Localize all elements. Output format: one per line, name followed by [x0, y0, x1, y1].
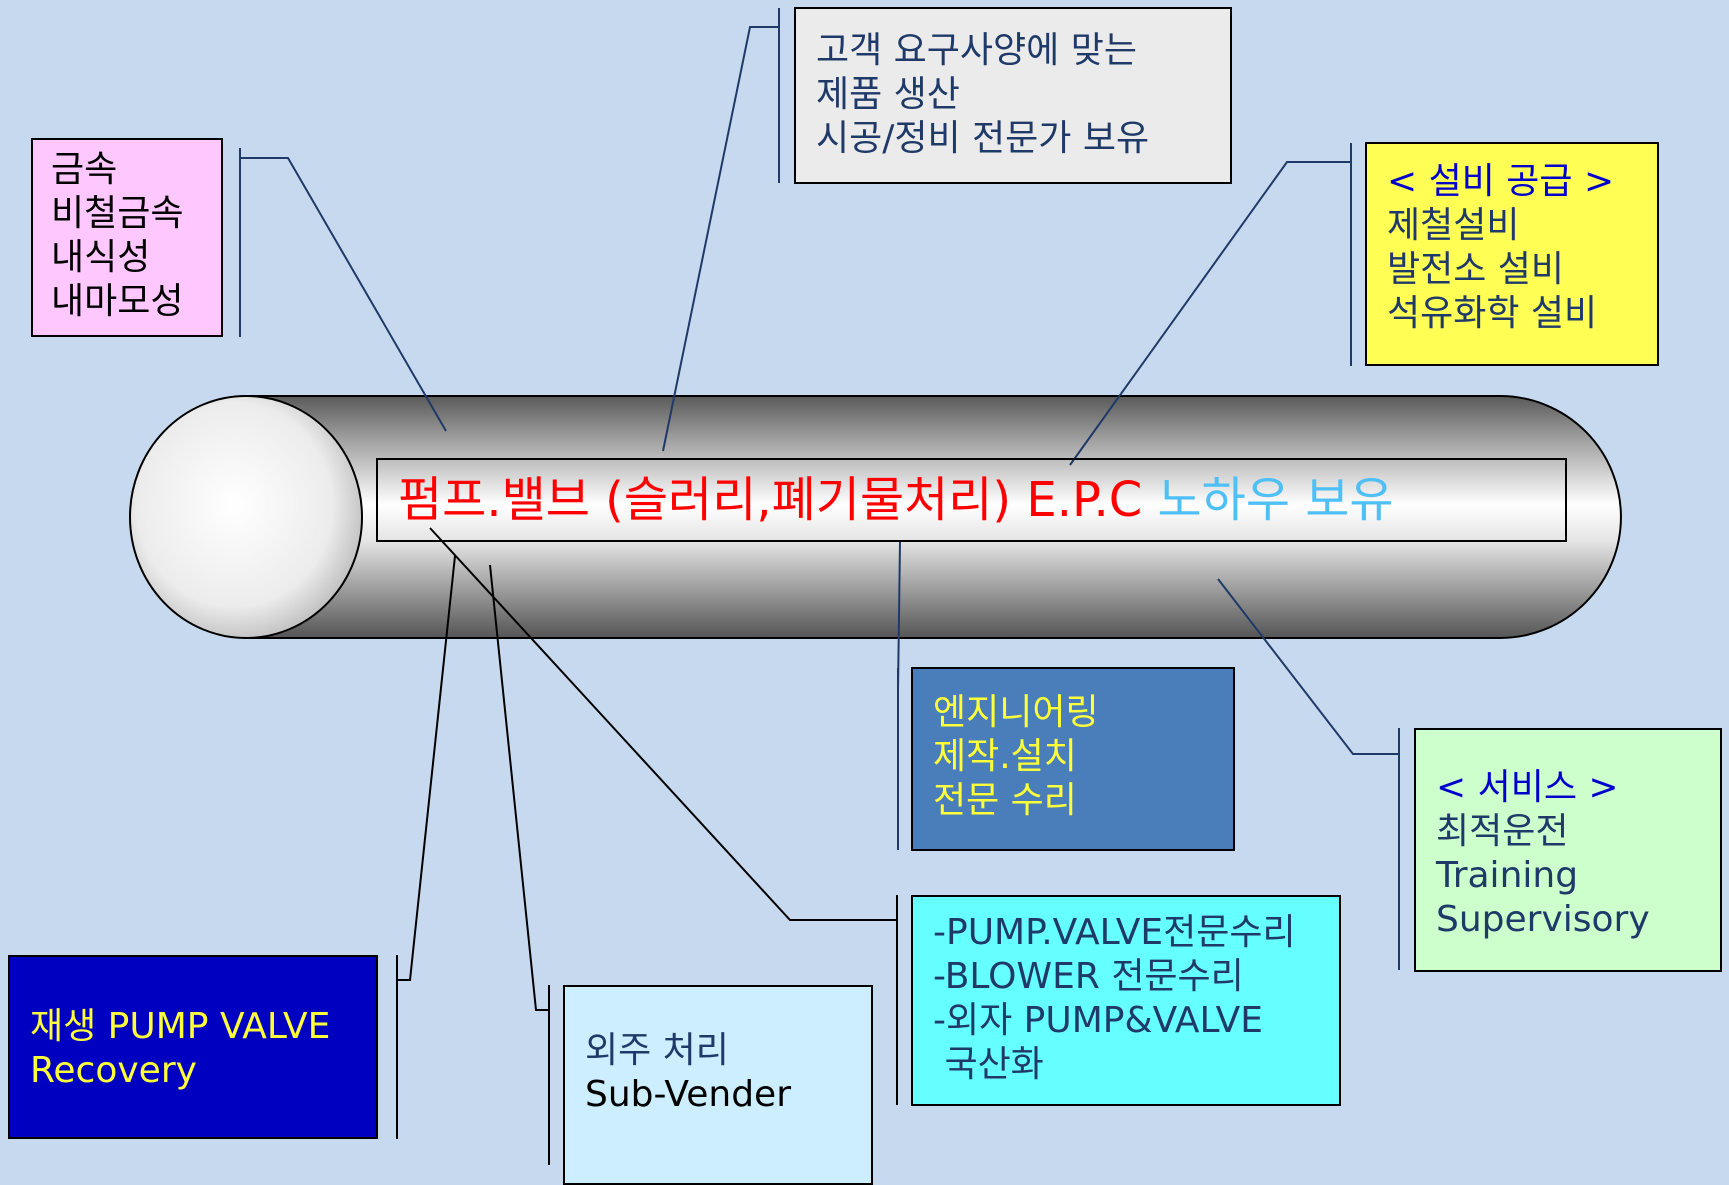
equipment-line: 제철설비: [1387, 205, 1520, 246]
outsource-line: Sub-Vender: [585, 1074, 791, 1115]
connectors-dark: [396, 527, 898, 1165]
outsource-line: 외주 처리: [585, 1030, 729, 1071]
engineering-line: 제작.설치: [933, 736, 1077, 777]
outsource-box: 외주 처리 Sub-Vender: [563, 985, 873, 1185]
repair-line: -PUMP.VALVE전문수리: [933, 912, 1296, 953]
pipe-end-cap: [129, 395, 363, 639]
metal-line: 내식성: [51, 237, 151, 278]
equipment-line: 발전소 설비: [1387, 249, 1565, 290]
service-box: < 서비스 > 최적운전 Training Supervisory: [1414, 728, 1722, 972]
pipe-body: [245, 395, 1622, 639]
engineering-line: 엔지니어링: [933, 692, 1099, 733]
customer-line: 고객 요구사양에 맞는: [816, 30, 1137, 71]
repair-line: 국산화: [933, 1044, 1044, 1085]
equipment-line: 석유화학 설비: [1387, 293, 1598, 334]
repair-line: -외자 PUMP&VALVE: [933, 1000, 1263, 1041]
customer-line: 제품 생산: [816, 74, 960, 115]
service-title: < 서비스 >: [1436, 767, 1619, 808]
connectors: [239, 8, 1400, 970]
service-line: 최적운전: [1436, 811, 1569, 852]
central-main-text: 펌프.밸브 (슬러리,폐기물처리) E.P.C: [398, 472, 1143, 528]
metal-line: 내마모성: [51, 281, 184, 322]
equipment-title: < 설비 공급 >: [1387, 161, 1615, 202]
engineering-line: 전문 수리: [933, 780, 1077, 821]
central-highlight-text: 노하우 보유: [1157, 472, 1394, 528]
metal-line: 금속: [51, 149, 118, 190]
metal-line: 비철금속: [51, 193, 184, 234]
equipment-box: < 설비 공급 > 제철설비 발전소 설비 석유화학 설비: [1365, 142, 1659, 366]
recycle-box: 재생 PUMP VALVE Recovery: [8, 955, 378, 1139]
recycle-line: Recovery: [30, 1050, 197, 1091]
central-label: 펌프.밸브 (슬러리,폐기물처리) E.P.C 노하우 보유: [376, 458, 1567, 542]
metal-box: 금속 비철금속 내식성 내마모성: [31, 138, 223, 337]
customer-box: 고객 요구사양에 맞는 제품 생산 시공/정비 전문가 보유: [794, 7, 1232, 184]
engineering-box: 엔지니어링 제작.설치 전문 수리: [911, 667, 1235, 851]
customer-line: 시공/정비 전문가 보유: [816, 118, 1150, 159]
service-line: Training: [1436, 855, 1579, 896]
recycle-line: 재생 PUMP VALVE: [30, 1006, 331, 1047]
service-line: Supervisory: [1436, 899, 1650, 940]
repair-line: -BLOWER 전문수리: [933, 956, 1244, 997]
repair-box: -PUMP.VALVE전문수리 -BLOWER 전문수리 -외자 PUMP&VA…: [911, 895, 1341, 1106]
